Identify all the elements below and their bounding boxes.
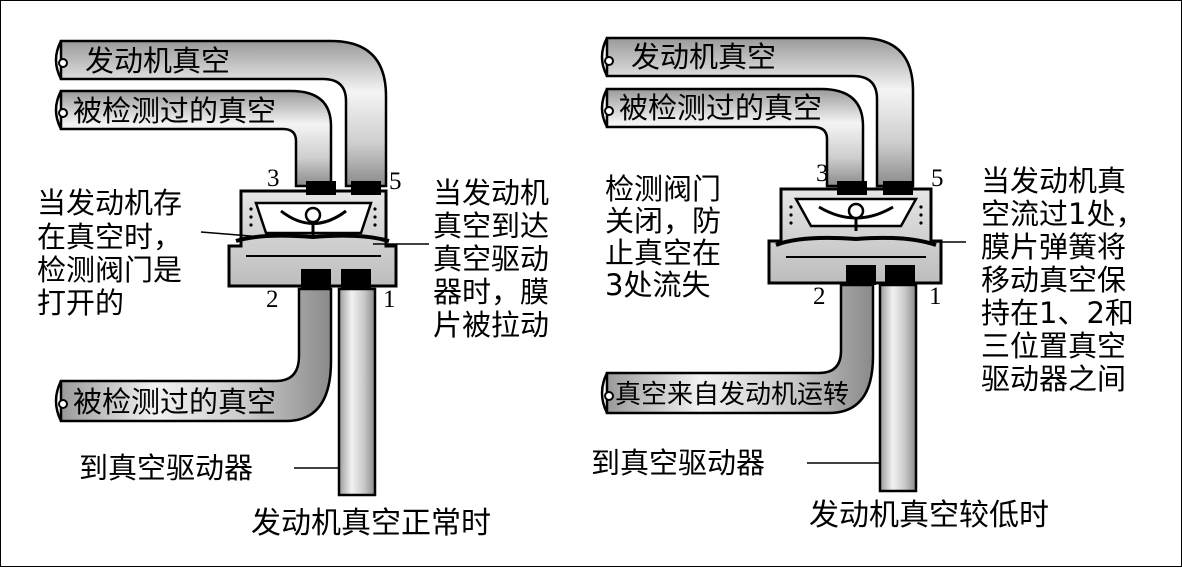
- right-caption: 发动机真空较低时: [809, 498, 1049, 533]
- left-to-actuator-label: 到真空驱动器: [79, 451, 253, 485]
- svg-text:当发动机存: 当发动机存: [37, 186, 182, 220]
- svg-text:止真空在: 止真空在: [605, 236, 721, 270]
- left-port-2: 2: [266, 286, 279, 313]
- svg-text:真空驱动: 真空驱动: [433, 242, 549, 276]
- svg-text:当发动机真: 当发动机真: [981, 164, 1126, 198]
- left-tube-top-label: 发动机真空: [85, 44, 230, 78]
- svg-text:三位置真空: 三位置真空: [981, 329, 1126, 363]
- svg-text:在真空时，: 在真空时，: [37, 220, 182, 254]
- left-port-5: 5: [389, 168, 402, 195]
- left-engine-vacuum-tube: [59, 39, 388, 188]
- right-note-left: 检测阀门 关闭，防 止真空在 3处流失: [605, 172, 721, 302]
- svg-text:真空到达: 真空到达: [433, 209, 549, 243]
- svg-text:膜片弹簧将: 膜片弹簧将: [981, 230, 1126, 264]
- right-note-right: 当发动机真 空流过1处， 膜片弹簧将 移动真空保 持在1、2和 三位置真空 驱动…: [981, 164, 1144, 396]
- left-caption: 发动机真空正常时: [251, 506, 491, 541]
- right-to-actuator-label: 到真空驱动器: [591, 446, 765, 480]
- right-port-5: 5: [931, 165, 944, 192]
- right-actuator-tube: [878, 283, 918, 493]
- right-tube-mid-label: 被检测过的真空: [619, 91, 822, 125]
- left-tube-bottom-label: 被检测过的真空: [73, 385, 276, 419]
- right-tube-top-label: 发动机真空: [631, 40, 776, 74]
- left-note-left: 当发动机存 在真空时， 检测阀门是 打开的: [37, 186, 182, 320]
- svg-text:检测阀门是: 检测阀门是: [37, 253, 182, 287]
- left-tube-mid-label: 被检测过的真空: [73, 94, 276, 128]
- svg-text:空流过1处，: 空流过1处，: [981, 197, 1144, 231]
- left-actuator-tube: [337, 287, 377, 497]
- left-diagram: 发动机真空 被检测过的真空 被检测过的真空 3 5 2 1 当发动机存 在真空时…: [37, 39, 549, 541]
- svg-text:持在1、2和: 持在1、2和: [981, 296, 1134, 330]
- svg-text:当发动机: 当发动机: [433, 176, 549, 210]
- right-port-2: 2: [813, 283, 826, 310]
- svg-text:打开的: 打开的: [37, 286, 124, 320]
- left-checked-vacuum-tube-bottom: [59, 287, 333, 423]
- right-port-3: 3: [816, 160, 829, 187]
- right-diagram: 发动机真空 被检测过的真空 真空来自发动机运转 3 5 2 1 检测阀门 关闭，…: [591, 36, 1144, 533]
- svg-text:关闭，防: 关闭，防: [605, 204, 721, 238]
- right-engine-source-tube-bottom: [605, 283, 875, 415]
- svg-text:片被拉动: 片被拉动: [433, 308, 549, 342]
- right-port-1: 1: [929, 283, 942, 310]
- left-port-3: 3: [267, 165, 280, 192]
- left-port-1: 1: [383, 286, 396, 313]
- svg-text:3处流失: 3处流失: [605, 268, 710, 302]
- svg-text:移动真空保: 移动真空保: [981, 263, 1126, 297]
- right-tube-bottom-label: 真空来自发动机运转: [615, 380, 849, 410]
- svg-text:器时，膜: 器时，膜: [433, 275, 549, 309]
- left-note-right: 当发动机 真空到达 真空驱动 器时，膜 片被拉动: [433, 176, 549, 342]
- svg-text:检测阀门: 检测阀门: [605, 172, 721, 206]
- svg-text:驱动器之间: 驱动器之间: [981, 362, 1126, 396]
